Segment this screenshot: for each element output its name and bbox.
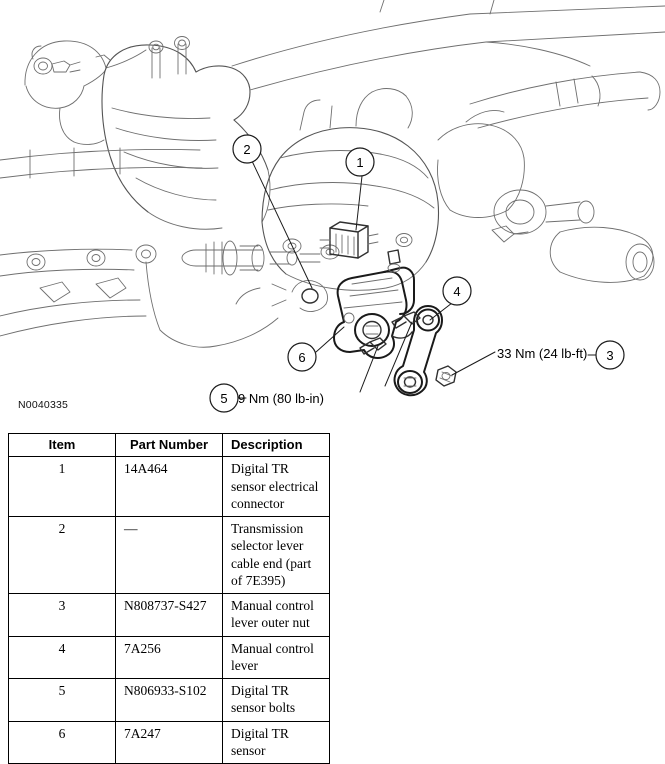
cell-item: 1 xyxy=(8,456,116,518)
callout-3[interactable]: 3 xyxy=(587,340,625,370)
cell-description: Digital TR sensor bolts xyxy=(222,678,330,722)
cell-item: 3 xyxy=(8,593,116,637)
table-row: 4 7A256 Manual control lever xyxy=(8,635,330,680)
cell-part-number: — xyxy=(115,516,223,595)
column-header-item: Item xyxy=(8,432,116,458)
table-row: 5 N806933-S102 Digital TR sensor bolts xyxy=(8,678,330,722)
table-row: 2 — Transmission selector lever cable en… xyxy=(8,516,330,595)
svg-text:4: 4 xyxy=(453,284,460,299)
svg-text:6: 6 xyxy=(298,350,305,365)
figure-id-label: N0040335 xyxy=(18,399,69,411)
svg-text:2: 2 xyxy=(243,142,250,157)
cell-item: 2 xyxy=(8,516,116,595)
cell-description: Digital TR sensor xyxy=(222,720,330,764)
cell-description: Manual control lever xyxy=(222,635,330,680)
svg-text:1: 1 xyxy=(356,155,363,170)
leader-3 xyxy=(451,351,496,376)
cell-description: Digital TR sensor electrical connector xyxy=(222,456,330,518)
column-header-part-number: Part Number xyxy=(115,432,223,458)
torque-spec-outer-nut: 33 Nm (24 lb-ft) xyxy=(497,346,588,361)
table-row: 3 N808737-S427 Manual control lever oute… xyxy=(8,593,330,637)
torque-spec-sensor-bolts: 9 Nm (80 lb-in) xyxy=(238,391,324,406)
leader-1 xyxy=(355,175,363,231)
fasteners xyxy=(359,249,457,387)
cell-part-number: 7A256 xyxy=(115,635,223,680)
cell-item: 6 xyxy=(8,720,116,764)
leader-4 xyxy=(429,302,453,321)
transmission-case xyxy=(261,88,440,291)
selector-lever-cable-end xyxy=(235,280,328,312)
right-components xyxy=(437,71,661,283)
parts-table: Item Part Number Description 1 14A464 Di… xyxy=(8,432,330,764)
leader-5a xyxy=(359,345,379,393)
cell-item: 5 xyxy=(8,678,116,722)
table-body: 1 14A464 Digital TR sensor electrical co… xyxy=(8,456,330,764)
transmission-assembly-drawing: .ln { fill:none; stroke:#6f6f6f; stroke-… xyxy=(0,0,665,413)
cell-part-number: 14A464 xyxy=(115,456,223,518)
leader-2 xyxy=(251,160,313,289)
callout-5[interactable]: 5 xyxy=(209,383,247,413)
callout-4[interactable]: 4 xyxy=(442,276,472,306)
svg-text:5: 5 xyxy=(220,391,227,406)
cell-description: Manual control lever outer nut xyxy=(222,593,330,637)
callout-6[interactable]: 6 xyxy=(287,342,317,372)
svg-text:3: 3 xyxy=(606,348,613,363)
table-header-row: Item Part Number Description xyxy=(8,432,330,458)
input-shaft xyxy=(181,240,321,276)
leader-5b xyxy=(384,321,413,387)
cell-part-number: N808737-S427 xyxy=(115,593,223,637)
technical-illustration: .ln { fill:none; stroke:#6f6f6f; stroke-… xyxy=(0,0,665,413)
left-mount-group xyxy=(24,40,147,145)
cell-description: Transmission selector lever cable end (p… xyxy=(222,516,330,595)
cell-item: 4 xyxy=(8,635,116,680)
digital-tr-sensor-electrical-connector xyxy=(319,221,379,259)
cell-part-number: 7A247 xyxy=(115,720,223,764)
column-header-description: Description xyxy=(222,432,330,458)
leader-6 xyxy=(315,326,345,353)
cell-part-number: N806933-S102 xyxy=(115,678,223,722)
callout-2[interactable]: 2 xyxy=(232,134,262,164)
crossmember xyxy=(0,147,279,348)
leader-lines xyxy=(251,160,496,393)
floor-tunnel xyxy=(231,0,665,91)
bell-housing xyxy=(101,36,271,230)
callout-1[interactable]: 1 xyxy=(345,147,375,177)
table-row: 6 7A247 Digital TR sensor xyxy=(8,720,330,764)
table-row: 1 14A464 Digital TR sensor electrical co… xyxy=(8,456,330,518)
digital-tr-sensor xyxy=(333,266,415,359)
